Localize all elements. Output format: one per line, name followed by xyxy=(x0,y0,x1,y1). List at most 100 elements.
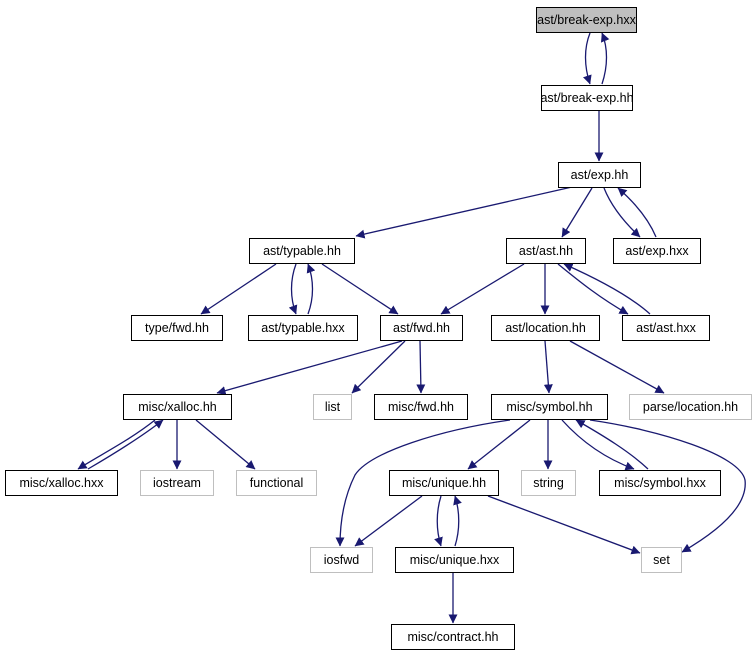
node-label-ast-break-exp-hh: ast/break-exp.hh xyxy=(540,91,633,105)
node-layer: ast/break-exp.hxx ast/break-exp.hh ast/exp… xyxy=(5,7,752,650)
node-label-misc-symbol-hh: misc/symbol.hh xyxy=(506,400,592,414)
node-label-ast-exp-hxx: ast/exp.hxx xyxy=(625,244,689,258)
node-box-misc-fwd-hh xyxy=(374,394,468,420)
edge-layer xyxy=(77,32,746,624)
edge-ast-location-hh-to-parse-location-hh xyxy=(569,340,665,394)
node-box-misc-xalloc-hxx xyxy=(5,470,118,496)
node-label-iostream: iostream xyxy=(153,476,201,490)
node-box-ast-break-exp-hxx xyxy=(536,7,637,33)
node-label-misc-unique-hxx: misc/unique.hxx xyxy=(410,553,500,567)
node-string: string xyxy=(521,470,576,496)
node-label-ast-location-hh: ast/location.hh xyxy=(505,321,586,335)
node-box-iosfwd xyxy=(310,547,373,573)
edge-ast-ast-hxx-to-ast-ast-hh xyxy=(563,263,651,315)
node-label-misc-unique-hh: misc/unique.hh xyxy=(402,476,486,490)
node-ast-exp-hh[interactable]: ast/exp.hh xyxy=(558,162,641,188)
node-label-iosfwd: iosfwd xyxy=(324,553,359,567)
node-misc-symbol-hxx[interactable]: misc/symbol.hxx xyxy=(599,470,721,496)
edge-ast-break-exp-hxx-to-ast-break-exp-hh xyxy=(583,32,592,85)
node-ast-break-exp-hh[interactable]: ast/break-exp.hh xyxy=(540,85,634,111)
node-box-iostream xyxy=(140,470,214,496)
node-set: set xyxy=(641,547,682,573)
node-label-set: set xyxy=(653,553,670,567)
node-label-ast-typable-hxx: ast/typable.hxx xyxy=(261,321,345,335)
edge-ast-typable-hh-to-ast-fwd-hh xyxy=(321,263,399,315)
node-misc-xalloc-hxx[interactable]: misc/xalloc.hxx xyxy=(5,470,118,496)
node-misc-unique-hxx[interactable]: misc/unique.hxx xyxy=(395,547,514,573)
node-ast-break-exp-hxx[interactable]: ast/break-exp.hxx xyxy=(536,7,637,33)
node-box-ast-ast-hh xyxy=(506,238,586,264)
node-parse-location-hh: parse/location.hh xyxy=(629,394,752,420)
edge-ast-exp-hh-to-ast-typable-hh xyxy=(355,186,573,239)
node-functional: functional xyxy=(236,470,317,496)
node-label-ast-fwd-hh: ast/fwd.hh xyxy=(393,321,450,335)
node-type-fwd-hh[interactable]: type/fwd.hh xyxy=(131,315,223,341)
edge-misc-xalloc-hxx-to-misc-xalloc-hh xyxy=(87,419,164,470)
edge-ast-exp-hh-to-ast-ast-hh xyxy=(561,187,593,238)
node-misc-symbol-hh[interactable]: misc/symbol.hh xyxy=(491,394,608,420)
edge-misc-unique-hh-to-iosfwd xyxy=(354,495,423,547)
node-box-list xyxy=(313,394,352,420)
node-box-ast-typable-hxx xyxy=(248,315,358,341)
edge-ast-fwd-hh-to-list xyxy=(351,340,406,394)
node-box-ast-fwd-hh xyxy=(380,315,463,341)
node-iosfwd: iosfwd xyxy=(310,547,373,573)
edge-misc-symbol-hh-to-set xyxy=(589,419,746,553)
edge-misc-symbol-hh-to-misc-unique-hh xyxy=(467,419,531,470)
node-misc-unique-hh[interactable]: misc/unique.hh xyxy=(389,470,499,496)
edge-ast-typable-hh-to-type-fwd-hh xyxy=(200,263,277,315)
node-label-misc-xalloc-hxx: misc/xalloc.hxx xyxy=(19,476,104,490)
node-ast-exp-hxx[interactable]: ast/exp.hxx xyxy=(613,238,701,264)
node-box-ast-exp-hxx xyxy=(613,238,701,264)
edge-misc-symbol-hh-to-iosfwd xyxy=(335,419,511,547)
node-ast-ast-hxx[interactable]: ast/ast.hxx xyxy=(622,315,710,341)
edge-ast-fwd-hh-to-misc-fwd-hh xyxy=(416,340,426,394)
node-ast-ast-hh[interactable]: ast/ast.hh xyxy=(506,238,586,264)
edge-ast-ast-hh-to-ast-ast-hxx xyxy=(557,263,629,315)
node-label-ast-ast-hh: ast/ast.hh xyxy=(519,244,573,258)
node-box-parse-location-hh xyxy=(629,394,752,420)
node-label-ast-typable-hh: ast/typable.hh xyxy=(263,244,341,258)
node-misc-xalloc-hh[interactable]: misc/xalloc.hh xyxy=(123,394,232,420)
node-ast-fwd-hh[interactable]: ast/fwd.hh xyxy=(380,315,463,341)
edge-misc-symbol-hxx-to-misc-symbol-hh xyxy=(575,419,649,470)
node-ast-location-hh[interactable]: ast/location.hh xyxy=(491,315,600,341)
node-list: list xyxy=(313,394,352,420)
edge-misc-xalloc-hh-to-misc-xalloc-hxx xyxy=(77,419,156,470)
node-label-misc-contract-hh: misc/contract.hh xyxy=(407,630,498,644)
node-label-ast-ast-hxx: ast/ast.hxx xyxy=(636,321,696,335)
edge-misc-unique-hxx-to-misc-unique-hh xyxy=(453,495,462,547)
node-box-misc-contract-hh xyxy=(391,624,515,650)
edge-ast-exp-hh-to-ast-exp-hxx xyxy=(603,187,641,238)
node-box-misc-xalloc-hh xyxy=(123,394,232,420)
edge-ast-location-hh-to-misc-symbol-hh xyxy=(543,340,553,394)
edge-misc-unique-hh-to-set xyxy=(487,495,641,555)
edge-ast-typable-hh-to-ast-typable-hxx xyxy=(288,263,298,315)
edge-misc-unique-hh-to-misc-unique-hxx xyxy=(434,495,443,547)
node-box-ast-exp-hh xyxy=(558,162,641,188)
node-label-misc-symbol-hxx: misc/symbol.hxx xyxy=(614,476,706,490)
edge-misc-xalloc-hh-to-functional xyxy=(195,419,256,470)
edge-ast-ast-hh-to-ast-fwd-hh xyxy=(440,263,525,315)
node-misc-contract-hh[interactable]: misc/contract.hh xyxy=(391,624,515,650)
node-label-misc-fwd-hh: misc/fwd.hh xyxy=(388,400,454,414)
node-label-list: list xyxy=(325,400,341,414)
node-box-set xyxy=(641,547,682,573)
node-box-misc-unique-hh xyxy=(389,470,499,496)
node-box-misc-symbol-hxx xyxy=(599,470,721,496)
node-misc-fwd-hh[interactable]: misc/fwd.hh xyxy=(374,394,468,420)
node-ast-typable-hxx[interactable]: ast/typable.hxx xyxy=(248,315,358,341)
node-box-ast-break-exp-hh xyxy=(541,85,633,111)
node-box-misc-symbol-hh xyxy=(491,394,608,420)
node-label-misc-xalloc-hh: misc/xalloc.hh xyxy=(138,400,217,414)
node-label-string: string xyxy=(533,476,564,490)
edge-ast-break-exp-hh-to-ast-break-exp-hxx xyxy=(600,32,610,85)
node-box-ast-ast-hxx xyxy=(622,315,710,341)
node-box-functional xyxy=(236,470,317,496)
node-ast-typable-hh[interactable]: ast/typable.hh xyxy=(249,238,355,264)
node-iostream: iostream xyxy=(140,470,214,496)
node-box-misc-unique-hxx xyxy=(395,547,514,573)
node-label-type-fwd-hh: type/fwd.hh xyxy=(145,321,209,335)
edge-ast-fwd-hh-to-misc-xalloc-hh xyxy=(216,340,403,396)
